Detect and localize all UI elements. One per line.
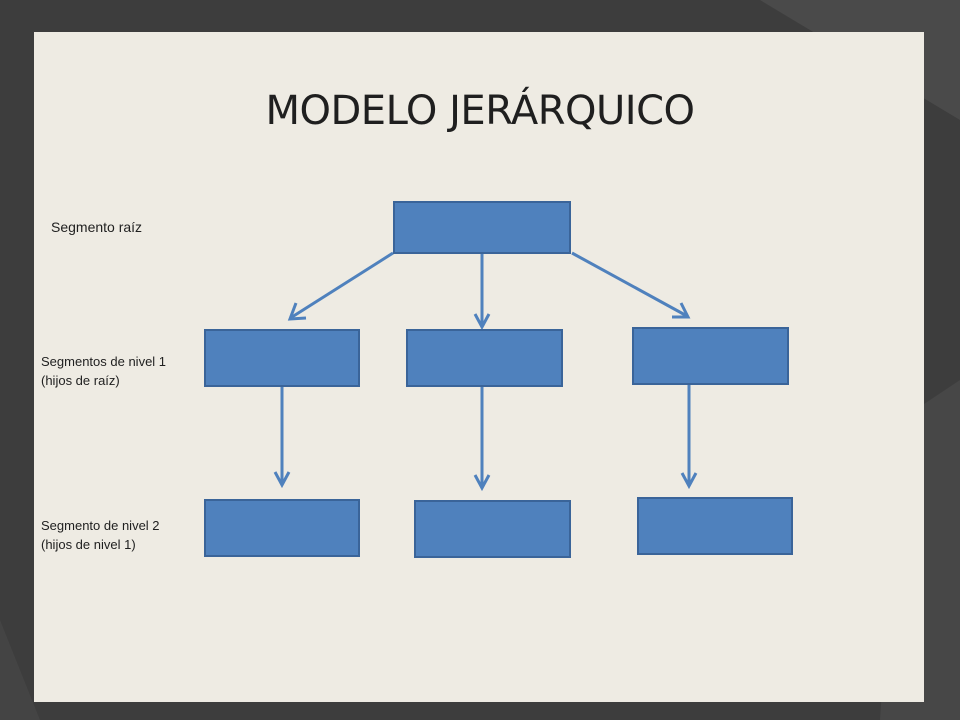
level-label-line: Segmentos de nivel 1 (41, 354, 167, 369)
level-label-level-1: Segmentos de nivel 1 (hijos de raíz) (41, 352, 166, 390)
edge-root-to-n1-left (287, 251, 394, 321)
node-n2-right (637, 497, 793, 555)
edge-n1-right-to-n2-right (680, 385, 698, 490)
node-n1-right (632, 327, 789, 385)
level-label-line: Segmento de nivel 2 (41, 518, 160, 533)
node-root (393, 201, 571, 254)
node-n1-center (406, 329, 563, 387)
node-n2-center (414, 500, 571, 558)
edge-root-to-n1-center (473, 254, 491, 331)
node-n2-left (204, 499, 360, 557)
edge-root-to-n1-right (571, 251, 691, 319)
edge-n1-left-to-n2-left (273, 387, 291, 489)
edge-n1-center-to-n2-center (473, 387, 491, 492)
level-label-line: (hijos de raíz) (41, 373, 120, 388)
level-label-line: (hijos de nivel 1) (41, 537, 136, 552)
node-n1-left (204, 329, 360, 387)
level-label-level-2: Segmento de nivel 2 (hijos de nivel 1) (41, 516, 160, 554)
level-label-line: Segmento raíz (51, 219, 143, 235)
slide-title: MODELO JERÁRQUICO (265, 88, 696, 134)
level-label-root: Segmento raíz (51, 218, 142, 237)
